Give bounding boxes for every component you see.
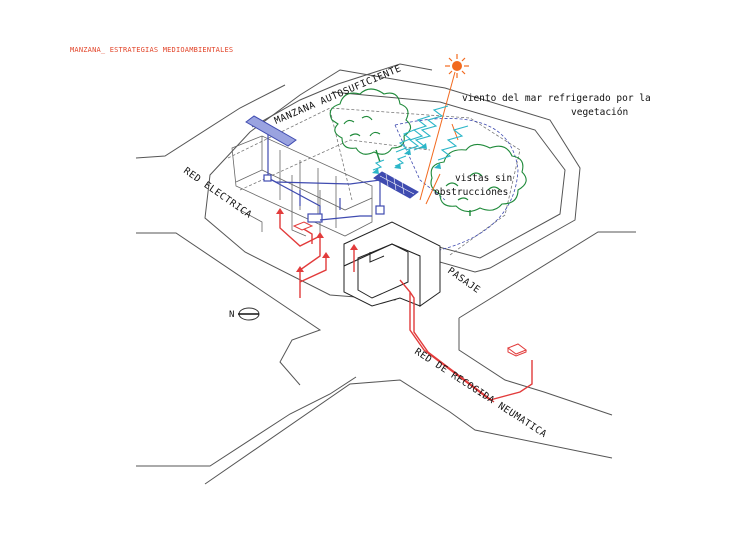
label-red-electrica: RED ELECTRICA: [181, 165, 254, 220]
node-box: [307, 213, 323, 223]
main-duct: [399, 279, 533, 401]
tree-cluster-left: [329, 88, 412, 155]
north-label: N: [229, 310, 234, 320]
node-box: [263, 174, 272, 182]
node-box: [375, 205, 385, 215]
label-viento-line2: vegetación: [571, 107, 628, 118]
building-block: [231, 135, 373, 240]
sun-icon: [419, 54, 469, 205]
street-edge-right: [458, 231, 636, 319]
street-edge-bottom-left: [136, 376, 357, 467]
tree-cluster-right: [430, 143, 527, 213]
label-red-recogida: RED DE RECOGIDA NEUMATICA: [412, 346, 548, 440]
label-viento-line1: viento del mar refrigerado por la: [462, 93, 651, 104]
north-arrow-icon: N: [229, 307, 260, 321]
label-pasaje: PASAJE: [445, 265, 482, 295]
collection-points: [292, 221, 528, 357]
tree-trunks: [375, 149, 471, 216]
label-vistas-line2: obstrucciones: [434, 187, 508, 198]
street-edge-left: [136, 232, 322, 386]
diagram-title: MANZANA_ ESTRATEGIAS MEDIOAMBIENTALES: [70, 46, 234, 54]
tree-icon: [329, 88, 527, 216]
label-manzana: MANZANA AUTOSUFICIENTE: [273, 63, 403, 127]
pneumatic-arrows: [276, 208, 358, 272]
view-arc: [394, 118, 519, 251]
wind-icon: [372, 105, 469, 171]
dashed-lines: [227, 107, 521, 256]
tower: [343, 221, 441, 307]
street-edge-bottom: [204, 379, 613, 485]
street-outlines: [135, 63, 636, 485]
electrical-network: [263, 128, 385, 223]
label-vistas-line1: vistas sin: [455, 173, 512, 184]
street-edge-top-left: [135, 84, 286, 159]
street-edge-right-lower: [458, 318, 613, 416]
block-inner-outline: [331, 91, 566, 259]
wind-arrows: [372, 143, 441, 174]
solar-panel-icon: [245, 115, 419, 199]
street-edge-top: [251, 63, 433, 128]
